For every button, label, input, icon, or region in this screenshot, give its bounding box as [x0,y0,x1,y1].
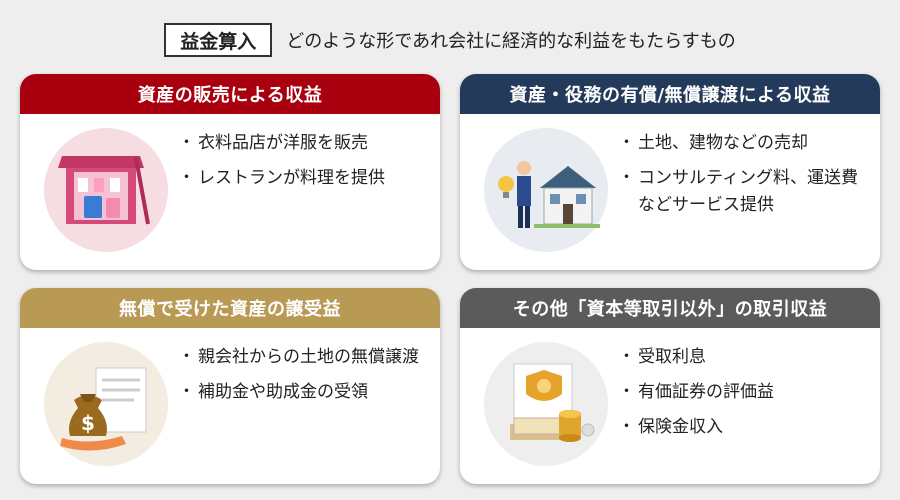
card-title: 資産・役務の有償/無償譲渡による収益 [460,74,880,114]
card-title: 資産の販売による収益 [20,74,440,114]
list-item: コンサルティング料、運送費などサービス提供 [618,165,872,219]
bullet-list: 衣料品店が洋服を販売 レストランが料理を提供 [178,130,432,200]
list-item: レストランが料理を提供 [178,165,432,192]
card-other-revenue: その他「資本等取引以外」の取引収益 受取利息 有価証券の評価益 保険金収入 [460,288,880,484]
card-sales-revenue: 資産の販売による収益 衣料品店が洋服を販売 レストランが料理を提供 [20,74,440,270]
bullet-list: 土地、建物などの売却 コンサルティング料、運送費などサービス提供 [618,130,872,227]
house-sale-icon [484,128,608,252]
list-item: 土地、建物などの売却 [618,130,872,157]
card-title: 無償で受けた資産の譲受益 [20,288,440,328]
header: 益金算入 どのような形であれ会社に経済的な利益をもたらすもの [0,20,900,60]
bullet-list: 受取利息 有価証券の評価益 保険金収入 [618,344,872,449]
securities-coins-icon [484,342,608,466]
clothing-shop-icon [44,128,168,252]
list-item: 補助金や助成金の受領 [178,379,432,406]
card-gratuitous-receipt: 無償で受けた資産の譲受益 $ 親会社からの土地の無償譲渡 補助金や助成金の受領 [20,288,440,484]
list-item: 保険金収入 [618,414,872,441]
list-item: 受取利息 [618,344,872,371]
list-item: 有価証券の評価益 [618,379,872,406]
list-item: 衣料品店が洋服を販売 [178,130,432,157]
card-title: その他「資本等取引以外」の取引収益 [460,288,880,328]
header-description: どのような形であれ会社に経済的な利益をもたらすもの [286,31,736,52]
header-badge: 益金算入 [164,23,273,57]
money-bag-icon: $ [44,342,168,466]
svg-text:$: $ [81,411,95,435]
bullet-list: 親会社からの土地の無償譲渡 補助金や助成金の受領 [178,344,432,414]
list-item: 親会社からの土地の無償譲渡 [178,344,432,371]
card-transfer-revenue: 資産・役務の有償/無償譲渡による収益 土地、建物などの売却 コンサルティング料、… [460,74,880,270]
